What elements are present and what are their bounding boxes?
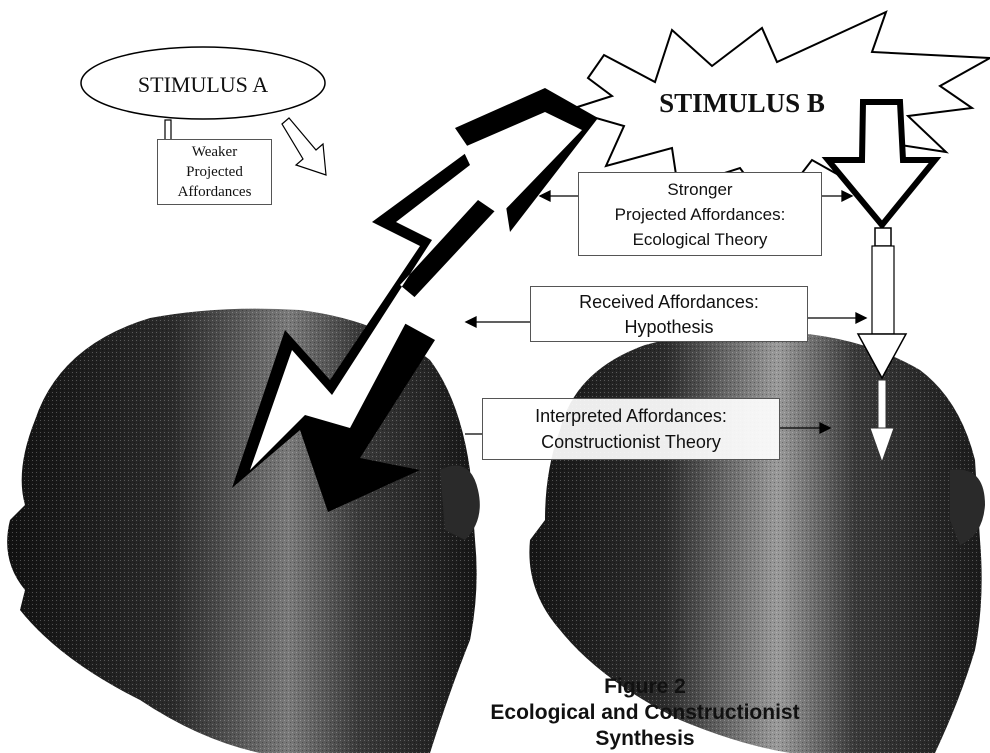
weaker-affordances-label: Weaker Projected Affordances: [157, 139, 272, 205]
right-head: [529, 331, 985, 753]
stronger-line-3: Ecological Theory: [632, 230, 768, 249]
stimulus-a-ellipse: [80, 46, 326, 120]
interpreted-affordances-label: Interpreted Affordances: Constructionist…: [482, 398, 780, 460]
interpreted-line-1: Interpreted Affordances:: [535, 406, 727, 426]
figure-title-line1: Ecological and Constructionist: [490, 701, 799, 724]
weaker-line-1: Weaker: [191, 144, 238, 160]
interpreted-line-2: Constructionist Theory: [541, 432, 721, 452]
stronger-affordances-label: Stronger Projected Affordances: Ecologic…: [578, 172, 822, 256]
strong-arrow-to-left-head: [232, 88, 598, 512]
strong-arrow-to-right-head: [821, 99, 942, 464]
figure-number: Figure 2: [604, 675, 686, 698]
stronger-line-1: Stronger: [667, 180, 733, 199]
weaker-line-2: Projected: [186, 164, 243, 180]
connector-lines: [464, 189, 868, 435]
stimulus-a-label: STIMULUS A: [138, 72, 268, 97]
received-line-2: Hypothesis: [624, 317, 714, 337]
stimulus-b-burst: [564, 10, 990, 214]
weak-arrow-diagonal: [281, 117, 327, 176]
figure-title-line2: Synthesis: [595, 727, 694, 750]
received-affordances-label: Received Affordances: Hypothesis: [530, 286, 808, 342]
weaker-line-3: Affordances: [177, 184, 252, 200]
stronger-line-2: Projected Affordances:: [614, 205, 786, 224]
received-line-1: Received Affordances:: [579, 292, 759, 312]
stimulus-b-label: STIMULUS B: [659, 88, 825, 118]
